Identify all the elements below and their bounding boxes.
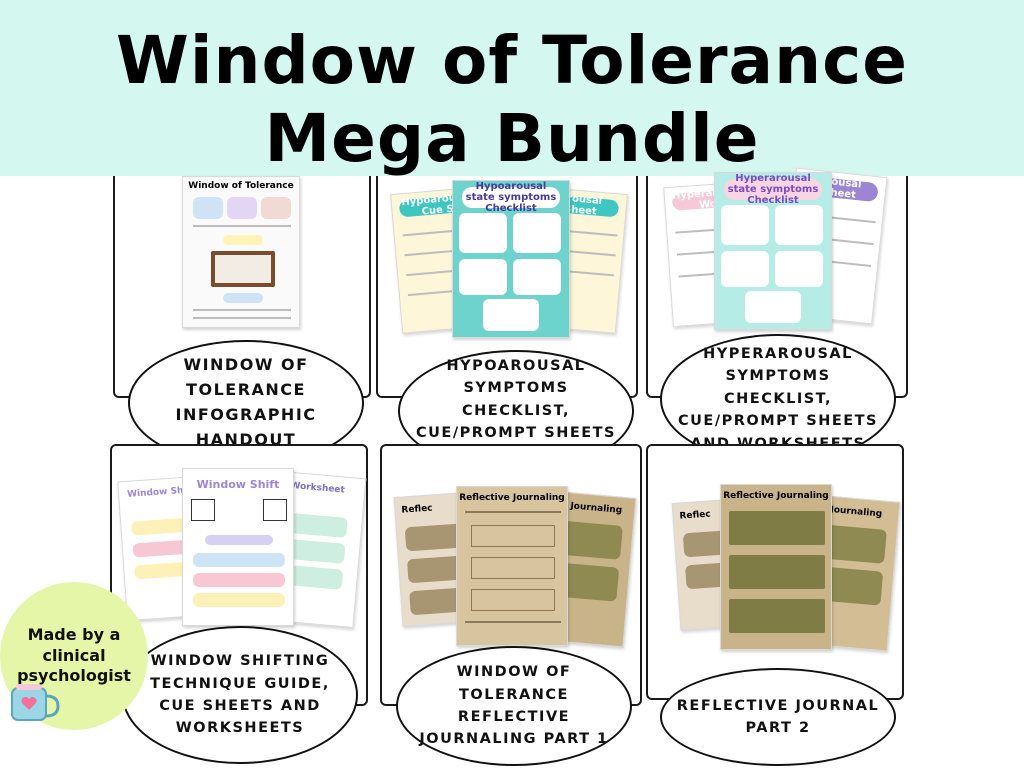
preview-hypo-front: Hypoarousal state symptoms Checklist bbox=[452, 180, 570, 338]
preview-shift-title: Window Shift bbox=[191, 475, 285, 496]
preview-hyper-front: Hyperarousal state symptoms Checklist bbox=[714, 172, 832, 330]
preview-journal2-title: Reflective Journaling bbox=[723, 491, 829, 501]
preview-shift-front: Window Shift bbox=[182, 468, 294, 626]
product-label-journal-1: WINDOW OF TOLERANCE REFLECTIVE JOURNALIN… bbox=[396, 646, 632, 766]
product-label-hyperarousal: HYPERAROUSAL SYMPTOMS CHECKLIST, CUE/PRO… bbox=[660, 334, 896, 464]
preview-journal1-title: Reflective Journaling bbox=[459, 493, 565, 503]
preview-journal2-front: Reflective Journaling bbox=[720, 484, 832, 650]
preview-infographic-sheet: Window of Tolerance bbox=[182, 176, 300, 328]
product-label-window-shift: WINDOW SHIFTING TECHNIQUE GUIDE, CUE SHE… bbox=[122, 626, 358, 764]
page-title-line-1: Window of Tolerance bbox=[116, 22, 908, 99]
badge-text: Made by a clinical psychologist bbox=[17, 624, 131, 686]
header-banner bbox=[0, 0, 1024, 176]
mug-heart-icon bbox=[11, 684, 60, 721]
product-label-journal-2: REFLECTIVE JOURNAL PART 2 bbox=[660, 668, 896, 766]
preview-hypo-title: Hypoarousal state symptoms Checklist bbox=[462, 181, 560, 214]
preview-hyper-title: Hyperarousal state symptoms Checklist bbox=[724, 173, 822, 206]
preview-journal1-front: Reflective Journaling bbox=[456, 486, 568, 646]
page-title-line-2: Mega Bundle bbox=[264, 100, 760, 177]
preview-infographic-title: Window of Tolerance bbox=[188, 181, 294, 191]
